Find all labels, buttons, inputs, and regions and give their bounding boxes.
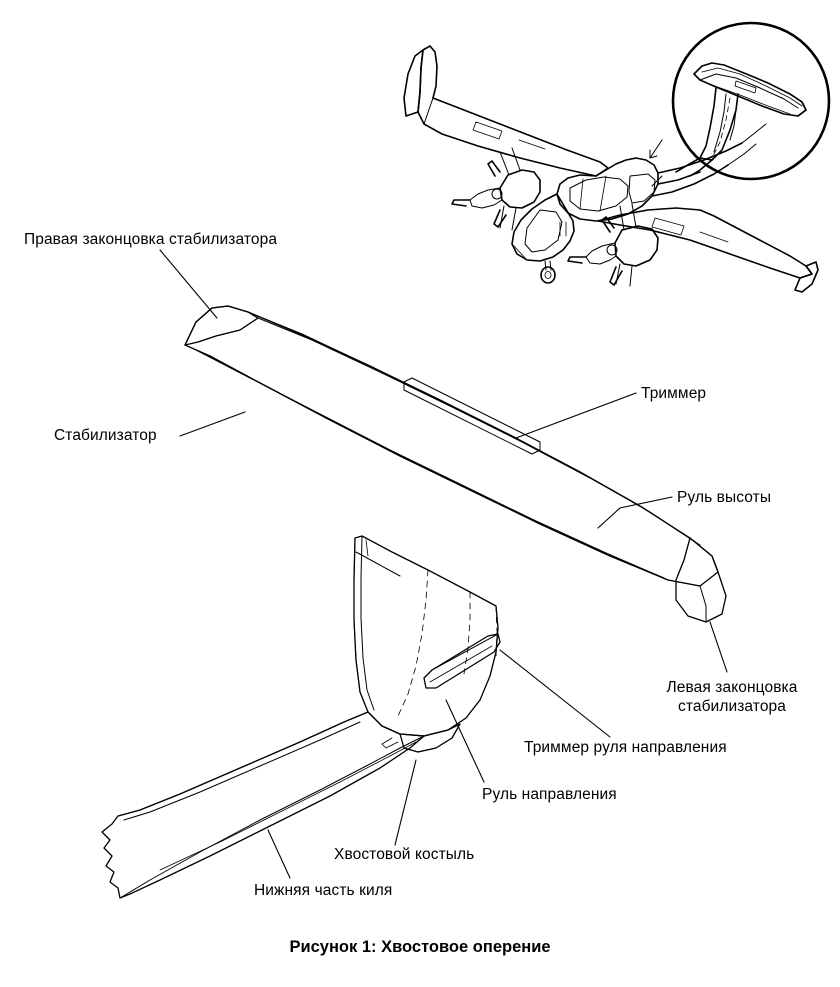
label-trim-tab: Триммер [641,385,707,402]
leader-right-stabilizer-tip [159,249,218,319]
label-rudder-trim-tab: Триммер руля направления [524,739,727,756]
label-rudder: Руль направления [482,786,617,803]
leader-lines [159,249,728,879]
magnified-tail [675,62,807,177]
leader-elevator [597,496,673,529]
rudder-hinge-line [397,569,429,717]
label-left-stabilizer-tip-line1: Левая законцовка [666,679,798,696]
label-left-stabilizer-tip: Левая законцовка стабилизатора [652,678,812,716]
stabilizer-upper-surface [184,305,719,587]
left-stabilizer-tip [675,537,727,623]
vertical-fin [353,535,499,737]
main-tail-assembly [101,305,727,899]
leader-lower-fin [267,829,291,879]
leader-trim-tab [515,392,637,439]
label-tail-skid: Хвостовой костыль [334,846,475,863]
rudder-trim-tab [423,633,501,689]
figure-caption: Рисунок 1: Хвостовое оперение [289,938,551,956]
elevator-hinge-line [247,311,693,541]
leader-left-stabilizer-tip [709,621,728,673]
label-stabilizer: Стабилизатор [54,427,157,444]
leader-rudder-trim-tab [499,649,611,738]
lower-fin [101,711,425,899]
aircraft-inset [403,21,831,293]
label-lower-fin: Нижняя часть киля [254,882,393,899]
label-elevator: Руль высоты [677,489,772,506]
magnifier-circle [671,21,831,181]
label-left-stabilizer-tip-line2: стабилизатора [677,698,786,715]
leader-tail-skid [394,759,417,846]
leader-stabilizer [179,411,246,437]
leader-rudder [445,699,485,783]
label-right-stabilizer-tip: Правая законцовка стабилизатора [24,231,278,248]
